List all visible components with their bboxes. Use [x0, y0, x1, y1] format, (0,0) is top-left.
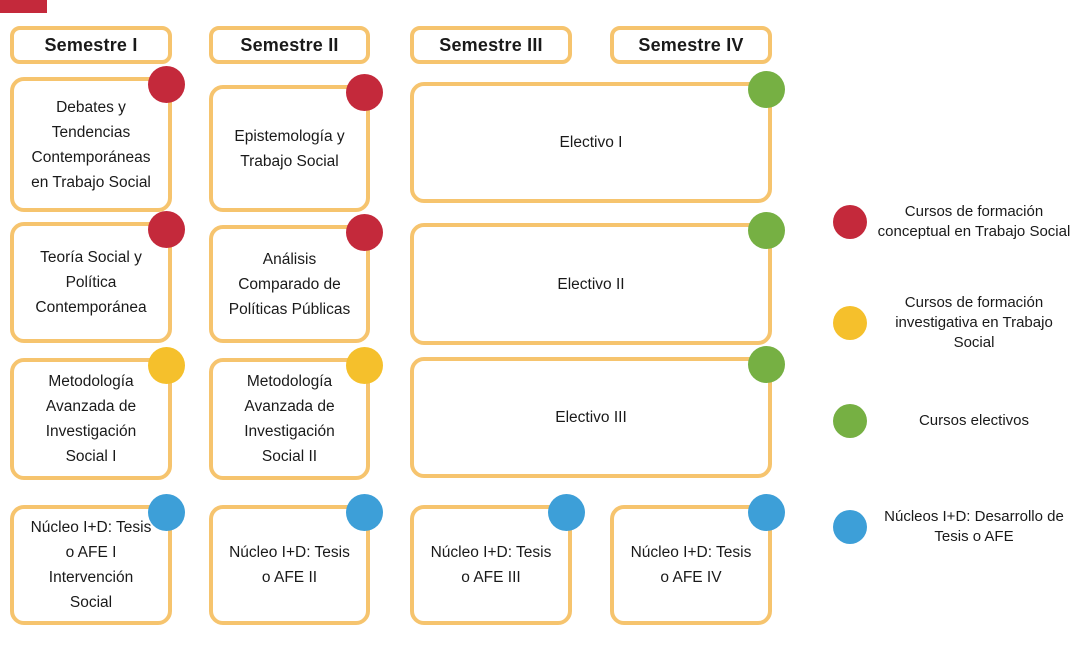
- legend-item-nucleos: Núcleos I+D: Desarrollo de Tesis o AFE: [833, 506, 1072, 548]
- course-box-nucleo-afe-4: Núcleo I+D: Tesis o AFE IV: [610, 494, 785, 625]
- legend-label: Cursos de formación investigativa en Tra…: [895, 294, 1053, 351]
- conceptual-dot-icon: [148, 211, 185, 248]
- course-label: Núcleo I+D: Tesis o AFE II: [229, 544, 350, 586]
- semester-header-2: Semestre II: [209, 26, 370, 64]
- legend-label: Cursos de formación conceptual en Trabaj…: [877, 203, 1071, 240]
- course-label: Núcleo I+D: Tesis o AFE I Intervención S…: [30, 519, 152, 611]
- course-box-electivo-3: Electivo III: [410, 346, 785, 478]
- legend-label: Núcleos I+D: Desarrollo de Tesis o AFE: [884, 508, 1064, 545]
- course-label: Epistemología y Trabajo Social: [234, 127, 345, 170]
- course-label: Metodología Avanzada de Investigación So…: [244, 373, 335, 465]
- course-label: Teoría Social y Política Contemporánea: [35, 249, 147, 316]
- course-label: Metodología Avanzada de Investigación So…: [45, 373, 137, 465]
- course-box-nucleo-afe-3: Núcleo I+D: Tesis o AFE III: [410, 494, 585, 625]
- course-box-debates-tendencias: Debates y Tendencias Contemporáneas en T…: [10, 66, 185, 212]
- course-box-metodologia-ii: Metodología Avanzada de Investigación So…: [209, 347, 383, 480]
- course-label: Electivo I: [559, 134, 623, 151]
- electivo-dot-icon: [748, 346, 785, 383]
- course-box-analisis-comparado: Análisis Comparado de Políticas Públicas: [209, 214, 383, 343]
- course-box-metodologia-i: Metodología Avanzada de Investigación So…: [10, 347, 185, 480]
- electivo-dot-icon: [833, 404, 867, 438]
- nucleo-dot-icon: [833, 510, 867, 544]
- course-label: Debates y Tendencias Contemporáneas en T…: [31, 98, 151, 191]
- course-box-nucleo-afe-1: Núcleo I+D: Tesis o AFE I Intervención S…: [10, 494, 185, 625]
- legend-item-conceptual: Cursos de formación conceptual en Trabaj…: [833, 190, 1072, 254]
- course-label: Núcleo I+D: Tesis o AFE IV: [630, 544, 752, 586]
- semester-header-1-label: Semestre I: [44, 34, 138, 55]
- legend-item-electivos: Cursos electivos: [833, 404, 1072, 438]
- course-box-teoria-social: Teoría Social y Política Contemporánea: [10, 211, 185, 343]
- stray-red-bar: [0, 0, 47, 13]
- conceptual-dot-icon: [346, 74, 383, 111]
- conceptual-dot-icon: [346, 214, 383, 251]
- semester-header-3-label: Semestre III: [439, 34, 543, 55]
- course-box-epistemologia: Epistemología y Trabajo Social: [209, 74, 383, 212]
- legend-item-investigativa: Cursos de formación investigativa en Tra…: [833, 291, 1072, 355]
- electivo-dot-icon: [748, 71, 785, 108]
- investigativa-dot-icon: [346, 347, 383, 384]
- course-box-electivo-2: Electivo II: [410, 212, 785, 345]
- nucleo-dot-icon: [148, 494, 185, 531]
- course-box-electivo-1: Electivo I: [410, 71, 785, 203]
- conceptual-dot-icon: [833, 205, 867, 239]
- course-box-nucleo-afe-2: Núcleo I+D: Tesis o AFE II: [209, 494, 383, 625]
- conceptual-dot-icon: [148, 66, 185, 103]
- course-label: Análisis Comparado de Políticas Públicas: [228, 250, 351, 318]
- nucleo-dot-icon: [346, 494, 383, 531]
- semester-header-3: Semestre III: [410, 26, 572, 64]
- legend-label: Cursos electivos: [918, 412, 1030, 429]
- semester-header-2-label: Semestre II: [240, 34, 339, 55]
- nucleo-dot-icon: [548, 494, 585, 531]
- electivo-dot-icon: [748, 212, 785, 249]
- semester-header-4-label: Semestre IV: [638, 34, 744, 55]
- semester-header-4: Semestre IV: [610, 26, 772, 64]
- nucleo-dot-icon: [748, 494, 785, 531]
- course-label: Núcleo I+D: Tesis o AFE III: [430, 544, 552, 586]
- semester-header-1: Semestre I: [10, 26, 172, 64]
- course-label: Electivo II: [557, 275, 625, 293]
- investigativa-dot-icon: [833, 306, 867, 340]
- investigativa-dot-icon: [148, 347, 185, 384]
- course-label: Electivo III: [555, 409, 627, 426]
